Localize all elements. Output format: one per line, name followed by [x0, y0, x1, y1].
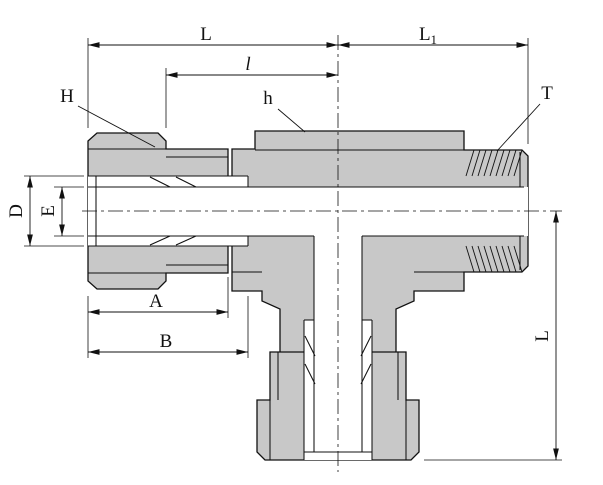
- dim-label-L1-subscript: 1: [431, 32, 438, 47]
- leader-h: [277, 108, 306, 133]
- dim-label-T: T: [541, 83, 553, 104]
- thread-hatch: [465, 149, 523, 273]
- dim-label-D: D: [6, 204, 27, 218]
- extension-lines: [24, 38, 562, 461]
- leader-T: [496, 103, 541, 152]
- run-through-bore: [248, 187, 528, 236]
- dim-label-A: A: [149, 291, 163, 312]
- dim-label-l: l: [245, 54, 250, 75]
- dim-label-E: E: [38, 205, 59, 217]
- leader-lines: [77, 103, 541, 152]
- dimension-lines: [27, 42, 559, 460]
- centerlines: [82, 35, 562, 472]
- leader-H: [77, 105, 156, 148]
- dim-label-h: h: [263, 88, 273, 109]
- dim-label-L-right: L: [532, 330, 553, 342]
- dim-label-L-top: L: [200, 24, 212, 45]
- dim-label-B: B: [160, 331, 173, 352]
- dim-label-L1: L1: [419, 24, 437, 47]
- body-silhouette: [231, 130, 529, 365]
- dimension-labels: L L1 l H h T D E A B L: [6, 24, 553, 352]
- ferrule-detail-lines: [149, 176, 372, 385]
- hex-flat-lines: [88, 148, 464, 460]
- dim-label-L1-base: L: [419, 24, 431, 45]
- bore-edge-lines: [88, 152, 524, 460]
- dim-label-H: H: [60, 86, 74, 107]
